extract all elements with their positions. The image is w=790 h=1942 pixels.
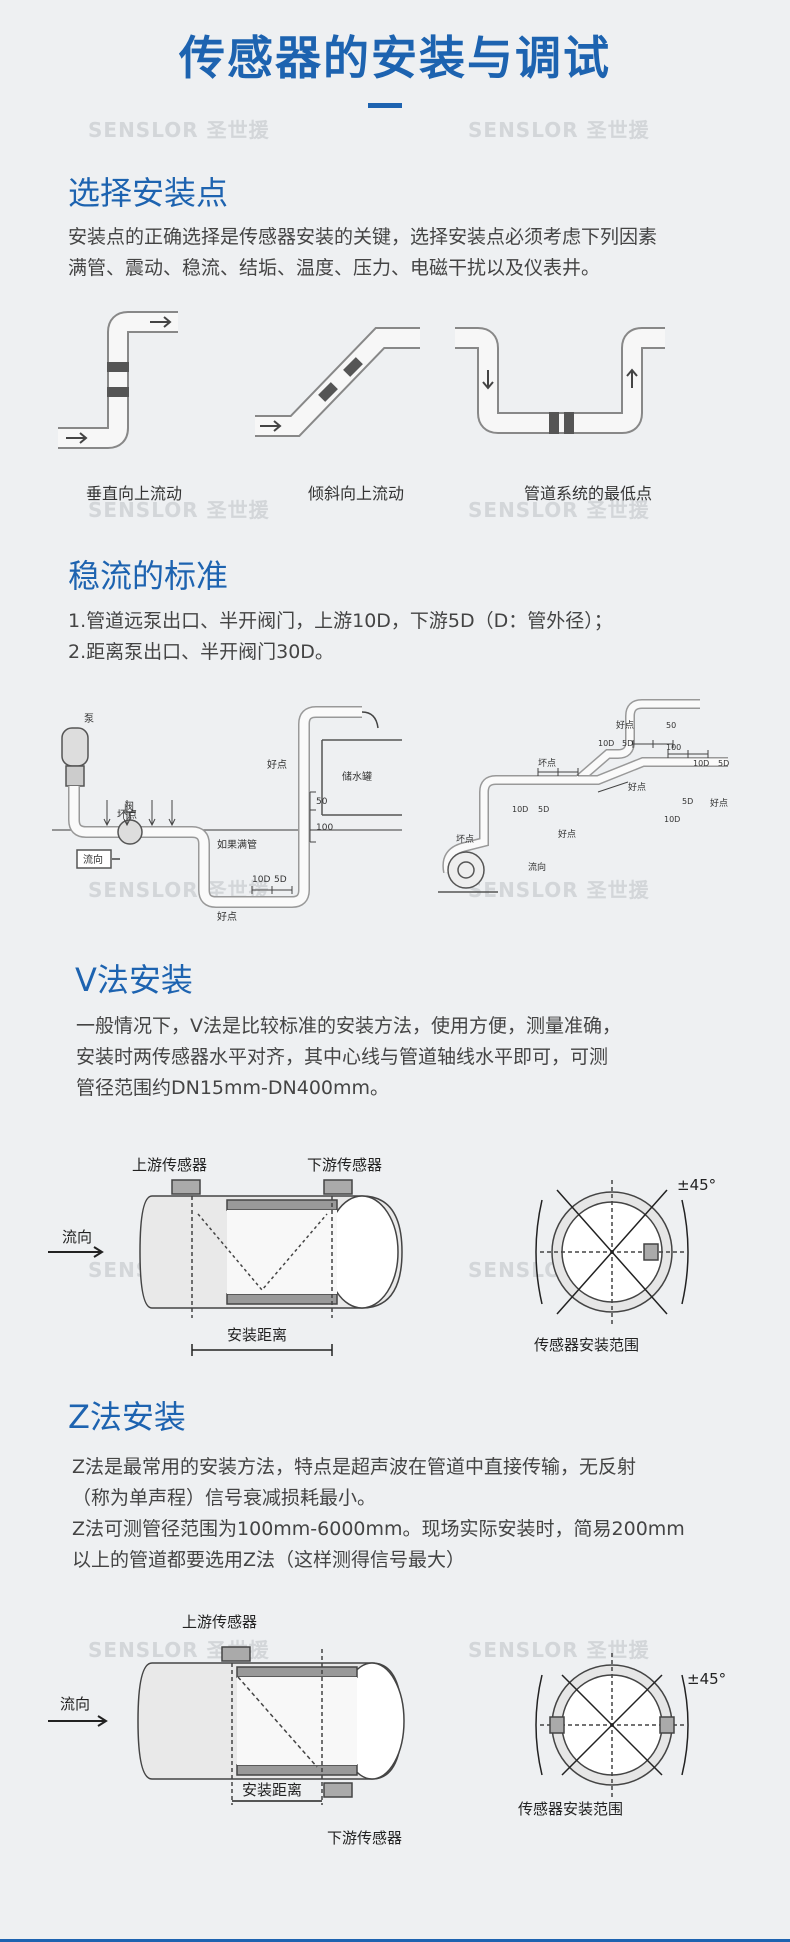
label-10d: 10D xyxy=(252,875,270,885)
z-method-diagram: 上游传感器 下游传感器 流向 安装距离 传感器安装范围 ±45° xyxy=(48,1613,726,1847)
watermark: SENSLOR 圣世援 xyxy=(468,498,650,522)
label-angle: ±45° xyxy=(687,1670,726,1688)
text-line: Z法是最常用的安装方法，特点是超声波在管道中直接传输，无反射 xyxy=(72,1456,637,1478)
label-good-2: 好点 xyxy=(628,781,646,793)
watermark: SENSLOR 圣世援 xyxy=(468,118,650,142)
label-good-4: 好点 xyxy=(558,828,576,840)
label-good-1: 好点 xyxy=(616,719,634,731)
text-line: 安装点的正确选择是传感器安装的关键，选择安装点必须考虑下列因素 xyxy=(68,226,658,248)
caption-inclined: 倾斜向上流动 xyxy=(308,484,405,503)
text-line: Z法可测管径范围为100mm-6000mm。现场实际安装时，简易200mm xyxy=(72,1518,685,1540)
label-50: 50 xyxy=(666,721,676,730)
label-install-distance: 安装距离 xyxy=(242,1781,302,1799)
label-flow: 流向 xyxy=(62,1228,92,1246)
pump-diagram-left: 泵 阀 好点 坏点 如果满管 流向 储水罐 10D 5D 50 100 好点 xyxy=(52,706,402,923)
pipe-vertical-up xyxy=(58,311,178,449)
section-text: 一般情况下，V法是比较标准的安装方法，使用方便，测量准确， 安装时两传感器水平对… xyxy=(76,1011,621,1104)
pump-diagram-right: 好点 坏点 好点 好点 好点 坏点 流向 10D 5D 10D 5D 10D 5… xyxy=(438,699,729,893)
label-install-range: 传感器安装范围 xyxy=(534,1336,639,1354)
label-good-3: 好点 xyxy=(710,797,728,809)
label-10d-c: 10D xyxy=(693,759,709,768)
label-5d-a: 5D xyxy=(538,805,549,814)
label-pump: 泵 xyxy=(84,713,94,725)
section-text: Z法是最常用的安装方法，特点是超声波在管道中直接传输，无反射 （称为单声程）信号… xyxy=(72,1452,685,1576)
label-downstream-sensor: 下游传感器 xyxy=(327,1829,402,1847)
label-10d-b: 10D xyxy=(598,739,614,748)
text-line: （称为单声程）信号衰减损耗最小。 xyxy=(72,1487,377,1509)
section-heading-steady-flow: 稳流的标准 xyxy=(68,557,229,595)
watermark: SENSLOR 圣世援 xyxy=(88,498,270,522)
watermark: SENSLOR 圣世援 xyxy=(468,1638,650,1662)
caption-lowest: 管道系统的最低点 xyxy=(524,484,653,503)
label-valve: 阀 xyxy=(124,800,134,813)
label-upstream-sensor: 上游传感器 xyxy=(132,1156,207,1174)
watermark: SENSLOR 圣世援 xyxy=(468,878,650,902)
page-title: 传感器的安装与调试 xyxy=(179,31,611,85)
text-line: 满管、震动、稳流、结垢、温度、压力、电磁干扰以及仪表井。 xyxy=(68,257,601,279)
text-line: 一般情况下，V法是比较标准的安装方法，使用方便，测量准确， xyxy=(76,1015,621,1037)
label-upstream-sensor: 上游传感器 xyxy=(182,1613,257,1631)
section-heading-v-method: V法安装 xyxy=(75,961,193,999)
text-line: 2.距离泵出口、半开阀门30D。 xyxy=(68,641,334,663)
section-heading-install-point: 选择安装点 xyxy=(68,174,229,212)
label-bad: 坏点 xyxy=(117,809,137,821)
label-install-range: 传感器安装范围 xyxy=(518,1800,623,1818)
label-downstream-sensor: 下游传感器 xyxy=(307,1156,382,1174)
pipe-lowest-point xyxy=(455,327,665,434)
caption-vertical: 垂直向上流动 xyxy=(86,484,183,503)
pipe-diagrams-install-point xyxy=(58,311,665,449)
bottom-accent-line xyxy=(0,1939,790,1942)
label-5d: 5D xyxy=(274,875,287,885)
v-method-diagram: 上游传感器 下游传感器 流向 安装距离 传感器安装范围 ±45° xyxy=(48,1156,716,1356)
label-5d-b: 5D xyxy=(622,739,633,748)
pipe-inclined-up xyxy=(255,327,420,437)
label-100: 100 xyxy=(666,743,681,752)
label-50: 50 xyxy=(316,797,328,807)
text-line: 管径范围约DN15mm-DN400mm。 xyxy=(76,1077,390,1099)
label-install-distance: 安装距离 xyxy=(227,1326,287,1344)
text-line: 1.管道远泵出口、半开阀门，上游10D，下游5D（D：管外径）； xyxy=(68,610,613,632)
text-line: 安装时两传感器水平对齐，其中心线与管道轴线水平即可，可测 xyxy=(76,1046,609,1068)
label-good-2: 好点 xyxy=(217,911,237,923)
label-bad-1: 坏点 xyxy=(538,757,556,769)
label-full-pipe: 如果满管 xyxy=(217,838,257,851)
label-angle: ±45° xyxy=(677,1176,716,1194)
label-good: 好点 xyxy=(267,759,287,771)
label-100: 100 xyxy=(316,823,333,833)
label-flow: 流向 xyxy=(83,853,103,866)
text-line: 以上的管道都要选用Z法（这样测得信号最大） xyxy=(72,1549,466,1571)
section-text: 安装点的正确选择是传感器安装的关键，选择安装点必须考虑下列因素 满管、震动、稳流… xyxy=(68,222,657,284)
watermark: SENSLOR 圣世援 xyxy=(88,118,270,142)
label-10d-a: 10D xyxy=(512,805,528,814)
section-heading-z-method: Z法安装 xyxy=(68,1398,186,1436)
label-tank: 储水罐 xyxy=(342,770,372,783)
label-flow: 流向 xyxy=(528,861,546,873)
label-flow: 流向 xyxy=(60,1695,90,1713)
label-10d-d: 10D xyxy=(664,815,680,824)
label-bad-2: 坏点 xyxy=(456,833,474,845)
label-5d-c: 5D xyxy=(718,759,729,768)
section-text: 1.管道远泵出口、半开阀门，上游10D，下游5D（D：管外径）； 2.距离泵出口… xyxy=(68,606,613,668)
title-underline xyxy=(368,103,402,108)
label-5d-d: 5D xyxy=(682,797,693,806)
